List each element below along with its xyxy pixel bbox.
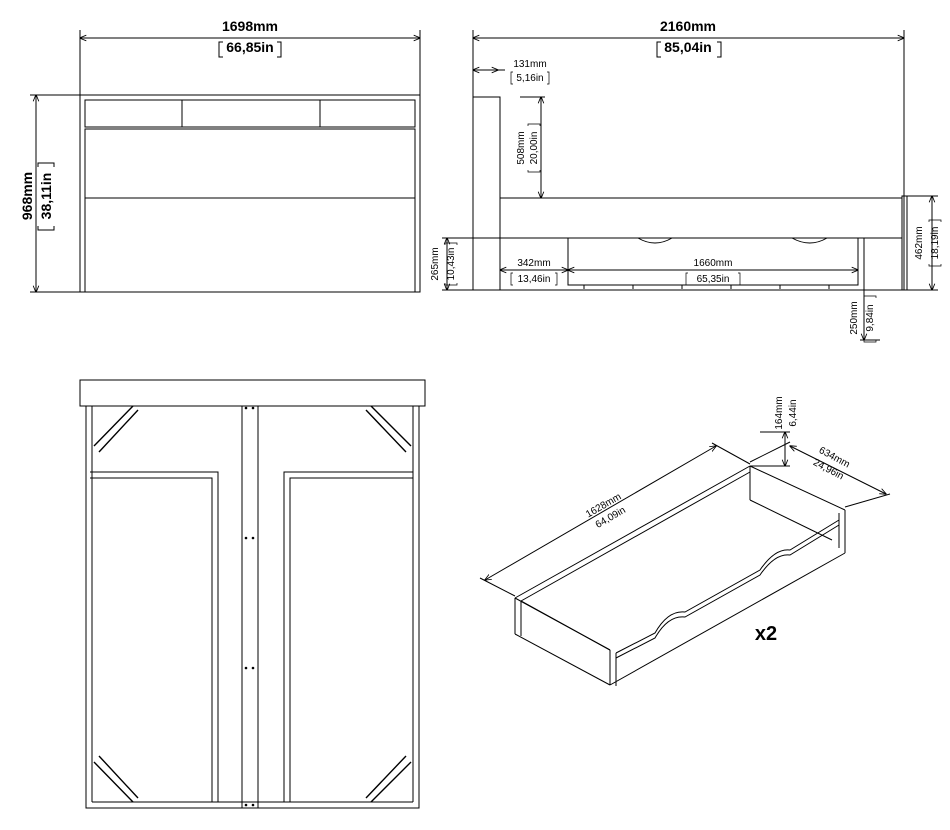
drawer-height-label-mm: 164mm — [774, 396, 785, 429]
headboard-above-mm: 508mm — [516, 131, 527, 164]
headboard-above-in: 20,00in — [529, 132, 540, 165]
headboard-width-mm: 1698mm — [222, 18, 278, 34]
drawer-height-mm: 250mm — [849, 301, 860, 334]
headboard-width-in: 66,85in — [226, 39, 273, 55]
headboard-depth-mm: 131mm — [513, 59, 546, 70]
headboard-height-in: 38,11in — [38, 173, 54, 220]
drawer-isometric-view: 1628mm 64,09in 634mm 24,96in 164mm 6,44i… — [479, 396, 891, 686]
drawer-length-mm: 1660mm — [694, 258, 733, 269]
drawer-quantity: x2 — [755, 623, 777, 645]
footboard-height-in: 18,19in — [930, 227, 941, 260]
offset-in: 13,46in — [518, 274, 551, 285]
footboard-height-mm: 462mm — [914, 226, 925, 259]
frame-height-in: 10,43in — [446, 248, 457, 281]
headboard-front-view: 1698mm 66,85in 968mm 38,11in — [19, 18, 420, 292]
headboard-depth-in: 5,16in — [516, 73, 543, 84]
drawer-length-in: 65,35in — [697, 274, 730, 285]
drawer-height-in: 9,84in — [865, 304, 876, 331]
bed-length-in: 85,04in — [664, 39, 711, 55]
headboard-height-mm: 968mm — [19, 172, 35, 220]
bed-side-view: 2160mm 85,04in 131mm 5,16in 508mm 20,00i… — [430, 18, 942, 343]
frame-height-mm: 265mm — [430, 247, 441, 280]
bed-back-view — [79, 379, 426, 809]
bed-length-mm: 2160mm — [660, 18, 716, 34]
offset-mm: 342mm — [517, 258, 550, 269]
drawer-height-label-in: 6,44in — [788, 399, 799, 426]
